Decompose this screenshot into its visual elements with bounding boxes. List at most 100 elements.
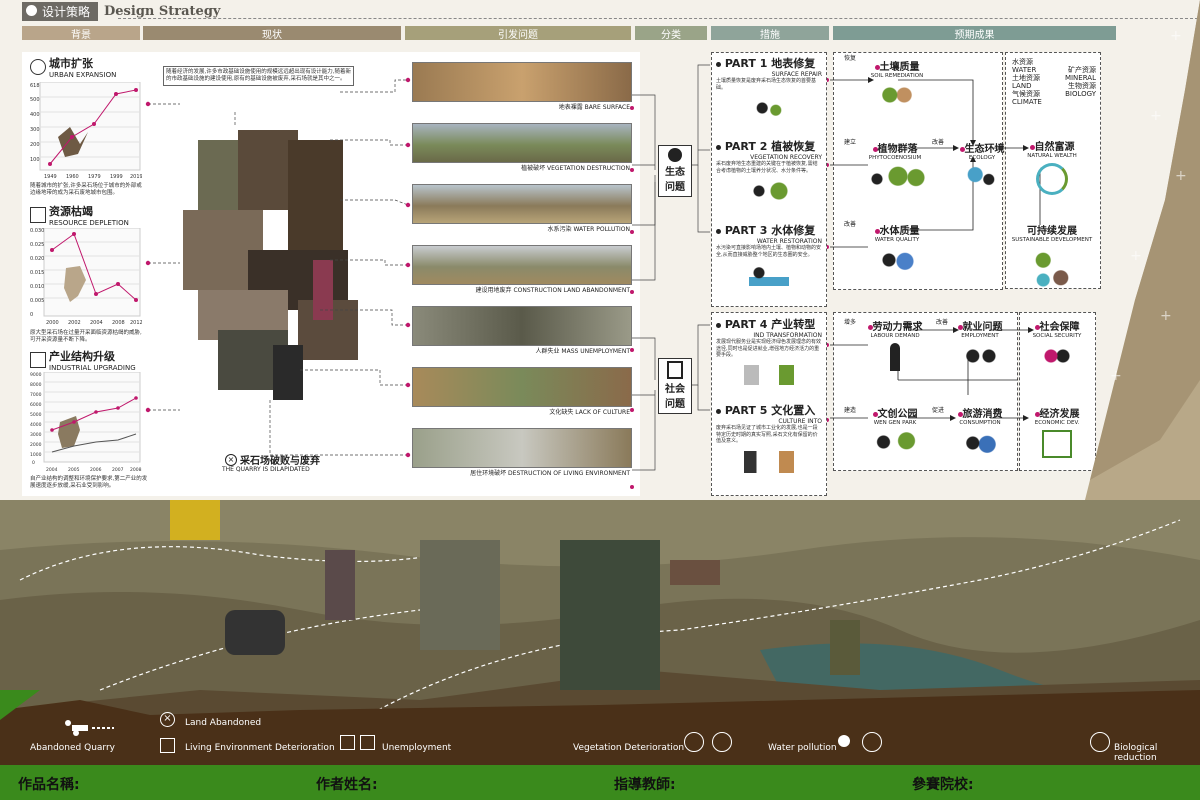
svg-text:500: 500 [30, 97, 40, 103]
svg-text:2004: 2004 [46, 467, 58, 473]
svg-text:0.030: 0.030 [30, 228, 44, 234]
worker-icon [890, 343, 900, 371]
category-eco: 生态 问题 [658, 145, 692, 197]
measure-part-5: PART 5 文化置入 CULTURE INTO 废弃采石场见证了城市工业化的发… [716, 402, 822, 473]
document-icon [360, 735, 375, 750]
svg-text:0.005: 0.005 [30, 298, 44, 304]
recycle-icon [1030, 247, 1074, 291]
yuan-house-icon [1042, 430, 1072, 458]
measure-part-3: PART 3 水体修复 WATER RESTORATION 水污染可直接影响场地… [716, 222, 822, 286]
family-icon [1042, 343, 1072, 369]
problem-item: 植被破坏 VEGETATION DESTRUCTION [412, 123, 632, 172]
svg-text:恢复: 恢复 [844, 54, 856, 62]
svg-text:2005: 2005 [68, 467, 80, 473]
svg-text:0.020: 0.020 [30, 256, 44, 262]
category-social: 社会 问题 [658, 358, 692, 414]
footer-author: 作者姓名: [316, 777, 378, 793]
measure-part-2: PART 2 植被恢复 VEGETATION RECOVERY 采石废弃地生态重… [716, 138, 822, 202]
col-problems: 引发问题 [405, 26, 631, 41]
svg-text:2004: 2004 [90, 320, 103, 326]
footer-school: 參賽院校: [912, 777, 974, 793]
svg-text:改善: 改善 [936, 318, 948, 326]
svg-text:1979: 1979 [88, 174, 101, 180]
svg-text:618: 618 [30, 83, 40, 89]
close-circle-icon: × [225, 453, 237, 466]
problem-item: 文化缺失 LACK OF CULTURE [412, 367, 632, 416]
urban-title: 城市扩张 [49, 57, 93, 70]
planting-icon [749, 180, 789, 202]
result-soil: 土壤质量 SOIL REMEDIATION [862, 58, 932, 111]
col-category: 分类 [635, 26, 707, 41]
bottom-unemployment: Unemployment [382, 743, 452, 753]
header-divider [118, 18, 1198, 19]
resource-title: 资源枯竭 [49, 205, 93, 218]
svg-text:1999: 1999 [110, 174, 123, 180]
resource-subtitle: RESOURCE DEPLETION [49, 219, 129, 227]
col-measures: 措施 [711, 26, 829, 41]
svg-text:3000: 3000 [30, 432, 42, 438]
resource-chart: 0.030 0.025 0.020 0.015 0.010 0.005 0 20… [30, 228, 142, 326]
industry-section: 产业结构升级 INDUSTRIAL UPGRADING [30, 348, 142, 372]
trash-bags [225, 610, 285, 655]
shovel-person-icon [752, 97, 786, 119]
result-employment: 就业问题 EMPLOYMENT [945, 318, 1015, 373]
resource-desc: 原大型采石场在过量开采面临资源枯竭的威胁,可开采资源量不断下降。 [30, 330, 142, 343]
header: 设计策略 Design Strategy [22, 1, 221, 21]
tree-icon [712, 732, 732, 752]
problem-item: 居住环境破坏 DESTRUCTION OF LIVING ENVIRONMENT [412, 428, 632, 477]
svg-text:0.025: 0.025 [30, 242, 44, 248]
svg-text:0: 0 [30, 312, 33, 318]
result-water: 水体质量 WATER QUALITY [862, 222, 932, 277]
urban-section: 城市扩张 URBAN EXPANSION [30, 55, 142, 79]
svg-text:200: 200 [30, 142, 40, 148]
worker-figure-2 [560, 540, 660, 690]
svg-text:2006: 2006 [90, 467, 102, 473]
result-economic: 经济发展 ECONOMIC DEV. [1022, 405, 1092, 462]
result-labour: 劳动力需求 LABOUR DEMAND [860, 318, 930, 375]
result-park: 文创公园 WEN GEN PARK [860, 405, 930, 458]
header-title-cn: 设计策略 [22, 1, 99, 21]
svg-text:+: + [1160, 308, 1172, 324]
water-drop-icon [862, 732, 882, 752]
quarry-label: × 采石场破败与废弃 [225, 452, 320, 467]
urban-desc: 随着城市的扩张,许多采石场位于城市的外部或边缘地带的成为采石废地城市包围。 [30, 183, 142, 196]
plant-icon [684, 732, 704, 752]
resource-icon [30, 207, 46, 223]
transform-icon [744, 364, 794, 385]
col-results: 预期成果 [833, 26, 1116, 41]
result-wealth: 自然富源 NATURAL WEALTH [1012, 138, 1092, 199]
col-status: 现状 [143, 26, 401, 41]
house-icon [160, 738, 175, 753]
factory-icon [30, 352, 46, 368]
result-security: 社会保障 SOCIAL SECURITY [1022, 318, 1092, 373]
money-bag-icon [962, 430, 998, 456]
header-title-en: Design Strategy [104, 3, 221, 19]
svg-text:改善: 改善 [932, 138, 944, 146]
footer-bar: 作品名稱: 作者姓名: 指導教師: 參賽院校: [0, 765, 1200, 800]
svg-text:1000: 1000 [30, 452, 42, 458]
svg-text:建造: 建造 [844, 406, 856, 414]
building-icon [667, 361, 683, 379]
svg-text:2007: 2007 [112, 467, 124, 473]
svg-text:2008: 2008 [112, 320, 125, 326]
svg-text:1949: 1949 [44, 174, 57, 180]
bottom-water: Water pollution [768, 743, 837, 753]
svg-text:0.010: 0.010 [30, 284, 44, 290]
svg-text:2008: 2008 [130, 467, 142, 473]
results-arrows: 恢复 建立 改善 改善 增多 改善 建造 促进 [830, 54, 1041, 421]
footer-teacher: 指導教師: [614, 777, 676, 793]
sitting-figure [830, 620, 860, 675]
urban-map-blob [58, 127, 88, 157]
svg-text:+: + [1175, 168, 1187, 184]
bottom-living-env: Living Environment Deterioration [185, 743, 335, 753]
svg-text:改善: 改善 [844, 220, 856, 228]
svg-text:+: + [1110, 368, 1122, 384]
problem-item: 水系污染 WATER POLLUTION [412, 184, 632, 233]
measure-part-4: PART 4 产业转型 IND TRANSFORMATION 发展现代服务业是实… [716, 316, 822, 385]
bottom-vegetation: Vegetation Deterioration [573, 743, 685, 753]
no-work-icon [340, 735, 355, 750]
result-ecology: 生态环境 ECOLOGY [953, 140, 1011, 193]
industry-map-blob [58, 416, 80, 448]
resource-map-blob [64, 266, 86, 302]
svg-text:0: 0 [32, 460, 35, 466]
